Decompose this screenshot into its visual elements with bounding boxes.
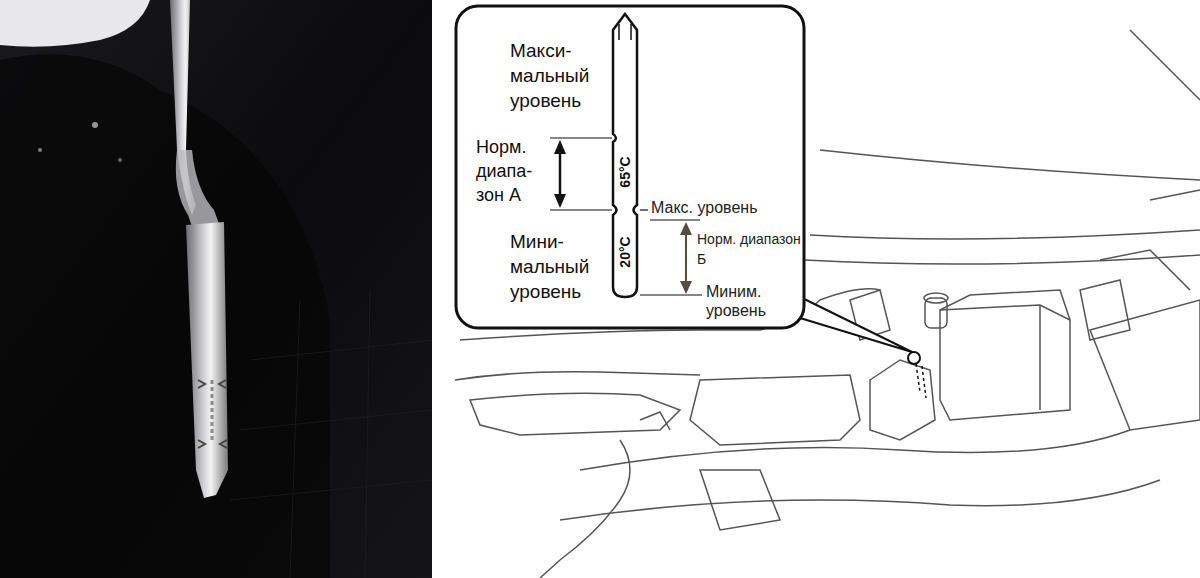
latch <box>640 412 670 430</box>
engine-block <box>870 360 935 440</box>
cowl <box>805 255 1200 264</box>
cloth <box>0 0 150 47</box>
hood-edge <box>1130 30 1200 100</box>
dipstick-edge <box>619 24 631 40</box>
level-label: Мини- мальный уровень <box>510 229 610 304</box>
dipstick-photo <box>0 0 432 578</box>
range-label: Норм. диапазон Б <box>697 229 801 269</box>
dipstick-ring <box>908 352 920 364</box>
battery <box>940 290 1070 320</box>
dipstick-blade <box>186 222 228 498</box>
fuse-box <box>1080 280 1130 340</box>
dipstick-twist <box>176 150 222 232</box>
battery <box>940 305 1070 420</box>
temperature-mark: 20°C <box>617 236 633 267</box>
radiator <box>690 375 860 445</box>
dipstick-tube <box>916 364 926 398</box>
floor-grid <box>230 290 432 578</box>
reservoir-cap <box>924 293 948 303</box>
cowl <box>810 230 1200 239</box>
range-arrow <box>554 140 566 208</box>
headlight <box>1090 300 1200 430</box>
level-label: Миним. уровень <box>706 282 798 320</box>
dipstick-handle <box>908 352 926 398</box>
level-label: Макси- мальный уровень <box>510 38 610 113</box>
callout-box <box>456 6 804 328</box>
bumper <box>540 440 630 578</box>
temperature-mark: 65°C <box>617 156 633 187</box>
range-arrow <box>680 222 692 294</box>
photo-ground <box>0 0 432 578</box>
reflection <box>118 158 122 162</box>
dipstick-outline <box>613 14 637 297</box>
level-label: Макс. уровень <box>651 198 757 218</box>
headlight <box>470 393 680 435</box>
range-label: Норм. диапа- зон А <box>476 135 550 207</box>
battery <box>1039 305 1041 410</box>
car-body <box>0 54 330 578</box>
engraving <box>211 380 214 440</box>
fender <box>455 372 700 380</box>
callout-pointer <box>790 292 912 352</box>
dipstick-notch <box>198 380 227 448</box>
bumper <box>580 430 1130 470</box>
reflection <box>92 122 98 128</box>
strut <box>1150 190 1200 200</box>
bumper <box>560 480 1160 520</box>
grille <box>700 470 780 530</box>
reflection <box>38 148 42 152</box>
hood-edge <box>820 150 1200 180</box>
strut <box>1100 250 1190 290</box>
